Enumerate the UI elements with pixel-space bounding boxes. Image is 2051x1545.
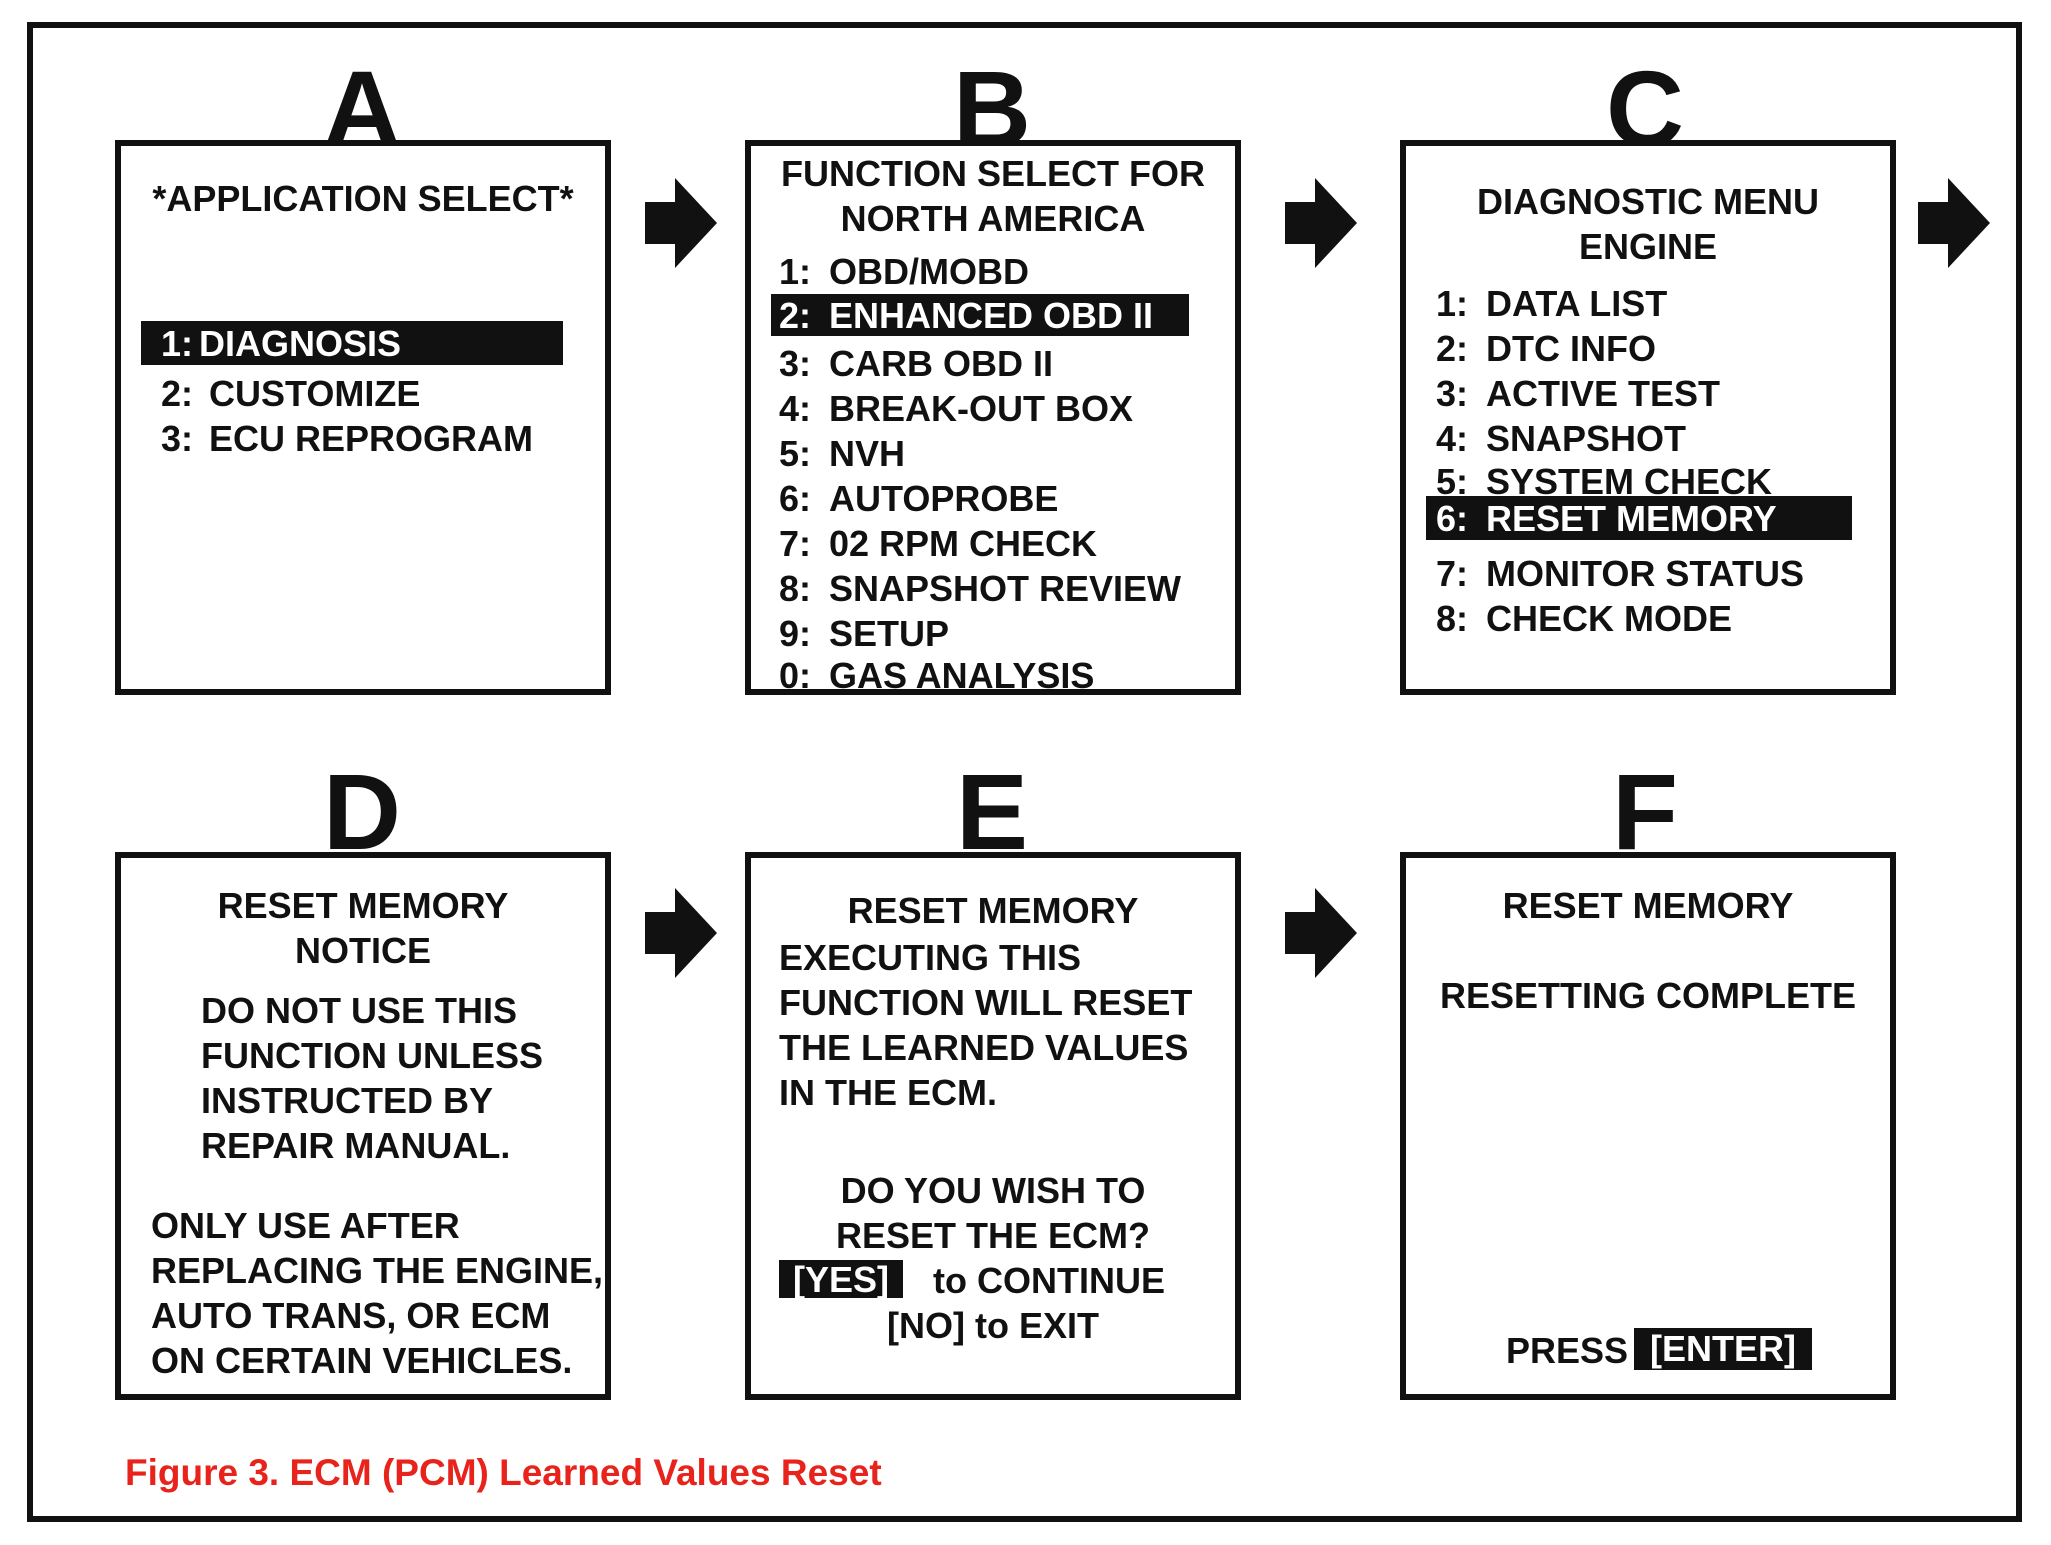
- menu-item-customize[interactable]: CUSTOMIZE: [209, 373, 421, 414]
- screen-application-select: *APPLICATION SELECT* 1: DIAGNOSIS 2: CUS…: [115, 140, 611, 695]
- note-text: ON CERTAIN VEHICLES.: [151, 1340, 573, 1381]
- screen-title: FUNCTION SELECT FOR: [781, 153, 1205, 194]
- menu-item-obd-mobd[interactable]: OBD/MOBD: [829, 251, 1029, 292]
- screen-reset-notice: RESET MEMORY NOTICE DO NOT USE THIS FUNC…: [115, 852, 611, 1400]
- menu-item-check-mode[interactable]: CHECK MODE: [1486, 598, 1733, 639]
- menu-item-number: 4:: [779, 388, 812, 429]
- screen-subtitle: NOTICE: [294, 930, 431, 971]
- menu-item-number: 6:: [779, 478, 812, 519]
- menu-item-label: ENHANCED OBD II: [829, 295, 1154, 336]
- note-text: AUTO TRANS, OR ECM: [151, 1295, 551, 1336]
- menu-item-number: 4:: [1436, 418, 1469, 459]
- menu-item-number: 3:: [1436, 373, 1469, 414]
- right-arrow-icon: [645, 888, 717, 978]
- menu-item-snapshot[interactable]: SNAPSHOT: [1486, 418, 1687, 459]
- menu-item-data-list[interactable]: DATA LIST: [1486, 283, 1668, 324]
- menu-item-number: 7:: [779, 523, 812, 564]
- menu-item-setup[interactable]: SETUP: [829, 613, 950, 654]
- body-text: IN THE ECM.: [779, 1072, 998, 1113]
- enter-key-button[interactable]: [ENTER]: [1634, 1328, 1812, 1370]
- no-exit-text[interactable]: [NO] to EXIT: [887, 1305, 1099, 1346]
- body-text: THE LEARNED VALUES: [779, 1027, 1189, 1068]
- panel-letter-e: E: [955, 751, 1029, 872]
- screen-title: *APPLICATION SELECT*: [152, 178, 574, 219]
- warning-text: FUNCTION UNLESS: [201, 1035, 543, 1076]
- status-text: RESETTING COMPLETE: [1439, 975, 1857, 1016]
- question-text: RESET THE ECM?: [835, 1215, 1150, 1256]
- menu-item-number: 5:: [779, 433, 812, 474]
- right-arrow-icon: [1918, 178, 1990, 268]
- body-text: FUNCTION WILL RESET: [779, 982, 1193, 1023]
- screen-subtitle: NORTH AMERICA: [840, 198, 1146, 239]
- menu-item-number: 1:: [779, 251, 812, 292]
- warning-text: REPAIR MANUAL.: [201, 1125, 511, 1166]
- right-arrow-icon: [1285, 888, 1357, 978]
- screen-subtitle: ENGINE: [1578, 226, 1718, 267]
- menu-item-snapshot-review[interactable]: SNAPSHOT REVIEW: [829, 568, 1182, 609]
- figure-frame: [27, 22, 2022, 1522]
- menu-item-ecu-reprogram[interactable]: ECU REPROGRAM: [209, 418, 534, 459]
- panel-letter-d: D: [323, 751, 401, 872]
- screen-reset-confirm: RESET MEMORY EXECUTING THIS FUNCTION WIL…: [745, 852, 1241, 1400]
- menu-item-number: 6:: [1436, 498, 1469, 539]
- menu-item-number: 2:: [161, 373, 194, 414]
- screen-title: RESET MEMORY: [217, 885, 509, 926]
- menu-item-number: 2:: [1436, 328, 1469, 369]
- menu-item-number: 8:: [1436, 598, 1469, 639]
- menu-item-label: DIAGNOSIS: [199, 323, 402, 364]
- menu-item-system-check[interactable]: SYSTEM CHECK: [1486, 461, 1773, 502]
- screen-reset-complete: RESET MEMORY RESETTING COMPLETE PRESS [E…: [1400, 852, 1896, 1400]
- right-arrow-icon: [645, 178, 717, 268]
- note-text: REPLACING THE ENGINE,: [151, 1250, 604, 1291]
- menu-item-number: 2:: [779, 295, 812, 336]
- note-text: ONLY USE AFTER: [151, 1205, 460, 1246]
- menu-item-number: 1:: [1436, 283, 1469, 324]
- press-label: PRESS: [1506, 1330, 1629, 1371]
- question-text: DO YOU WISH TO: [840, 1170, 1146, 1211]
- menu-item-number: 5:: [1436, 461, 1469, 502]
- screen-title: RESET MEMORY: [1502, 885, 1794, 926]
- warning-text: DO NOT USE THIS: [201, 990, 518, 1031]
- menu-item-autoprobe[interactable]: AUTOPROBE: [829, 478, 1059, 519]
- menu-item-carb-obd[interactable]: CARB OBD II: [829, 343, 1053, 384]
- menu-item-monitor-status[interactable]: MONITOR STATUS: [1486, 553, 1804, 594]
- body-text: EXECUTING THIS: [779, 937, 1082, 978]
- menu-item-label: RESET MEMORY: [1486, 498, 1777, 539]
- warning-text: INSTRUCTED BY: [201, 1080, 494, 1121]
- menu-item-nvh[interactable]: NVH: [829, 433, 906, 474]
- screen-title: DIAGNOSTIC MENU: [1477, 181, 1819, 222]
- figure-caption: Figure 3. ECM (PCM) Learned Values Reset: [125, 1452, 882, 1493]
- menu-item-active-test[interactable]: ACTIVE TEST: [1486, 373, 1721, 414]
- menu-item-number: 9:: [779, 613, 812, 654]
- menu-item-number: 3:: [161, 418, 194, 459]
- menu-item-number: 3:: [779, 343, 812, 384]
- screen-function-select: FUNCTION SELECT FOR NORTH AMERICA 1: OBD…: [745, 140, 1241, 695]
- yes-action-text: to CONTINUE: [933, 1260, 1165, 1301]
- menu-item-dtc-info[interactable]: DTC INFO: [1486, 328, 1656, 369]
- menu-item-number: 8:: [779, 568, 812, 609]
- panel-letter-f: F: [1612, 751, 1678, 872]
- menu-item-break-out-box[interactable]: BREAK-OUT BOX: [829, 388, 1133, 429]
- menu-item-number: 7:: [1436, 553, 1469, 594]
- menu-item-rpm-check[interactable]: 02 RPM CHECK: [829, 523, 1098, 564]
- yes-key-button[interactable]: [YES]: [779, 1260, 904, 1298]
- screen-title: RESET MEMORY: [847, 890, 1139, 931]
- screen-diagnostic-menu: DIAGNOSTIC MENU ENGINE 1: DATA LIST 2: D…: [1400, 140, 1896, 695]
- right-arrow-icon: [1285, 178, 1357, 268]
- menu-item-gas-analysis[interactable]: GAS ANALYSIS: [829, 655, 1095, 696]
- menu-item-number: 1:: [161, 323, 194, 364]
- menu-item-number: 0:: [779, 655, 812, 696]
